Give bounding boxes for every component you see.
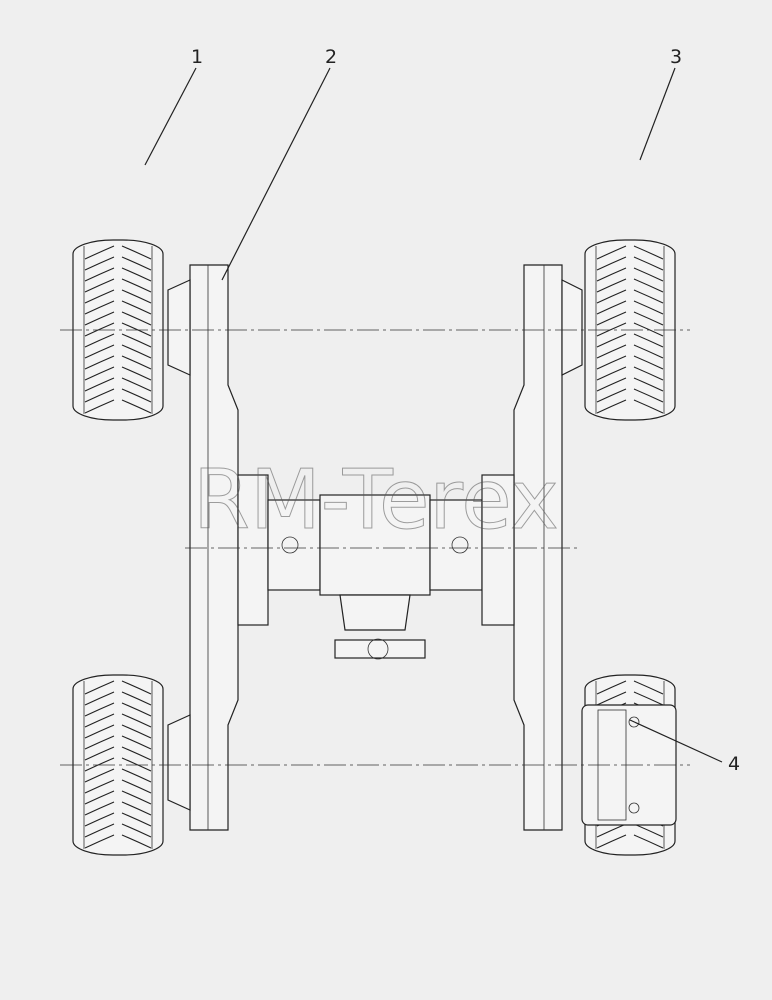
centerlines xyxy=(60,329,690,766)
balancer-beam-right xyxy=(513,264,583,831)
balancer-beam-left xyxy=(167,264,239,831)
callout-2: 2 xyxy=(325,46,337,68)
leader-lines xyxy=(144,67,723,763)
callout-3: 3 xyxy=(670,46,682,68)
axle-housing xyxy=(237,474,515,660)
callout-4: 4 xyxy=(728,753,740,775)
watermark: RM-Terex xyxy=(193,453,559,548)
callout-1: 1 xyxy=(191,46,203,68)
